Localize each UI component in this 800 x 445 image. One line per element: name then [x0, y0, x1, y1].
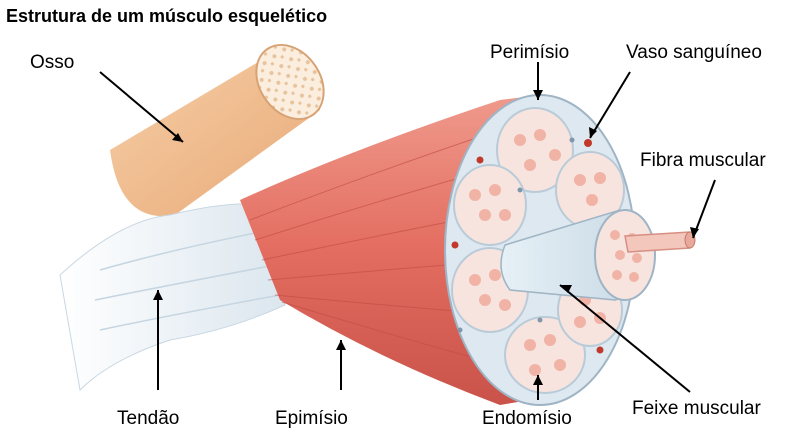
bone-cross-section: [255, 43, 325, 121]
fascicle-1: [496, 107, 574, 193]
muscle-fiber: [624, 231, 696, 253]
leader-arrowheads: [153, 90, 699, 385]
label-epimisio: Epimísio: [275, 408, 348, 429]
fascicle-2: [453, 164, 527, 246]
extended-fascicle: [500, 209, 656, 301]
tendon: [59, 203, 286, 392]
leader-lines: [99, 62, 716, 400]
label-perimisio: Perimísio: [490, 42, 570, 63]
label-vaso-sanguineo: Vaso sanguíneo: [626, 42, 762, 63]
label-osso: Osso: [30, 52, 75, 73]
capillaries: [457, 137, 575, 333]
label-tendao: Tendão: [117, 408, 180, 429]
blood-vessels: [451, 139, 604, 354]
fiber-dots: [469, 129, 606, 376]
muscle-cross-section: [444, 94, 636, 406]
bone: [110, 43, 325, 217]
label-feixe-muscular: Feixe muscular: [632, 398, 761, 419]
label-endomisio: Endomísio: [482, 408, 572, 429]
label-fibra-muscular: Fibra muscular: [640, 150, 766, 171]
fascicle-5: [504, 316, 586, 394]
diagram-title: Estrutura de um músculo esquelético: [6, 6, 328, 26]
